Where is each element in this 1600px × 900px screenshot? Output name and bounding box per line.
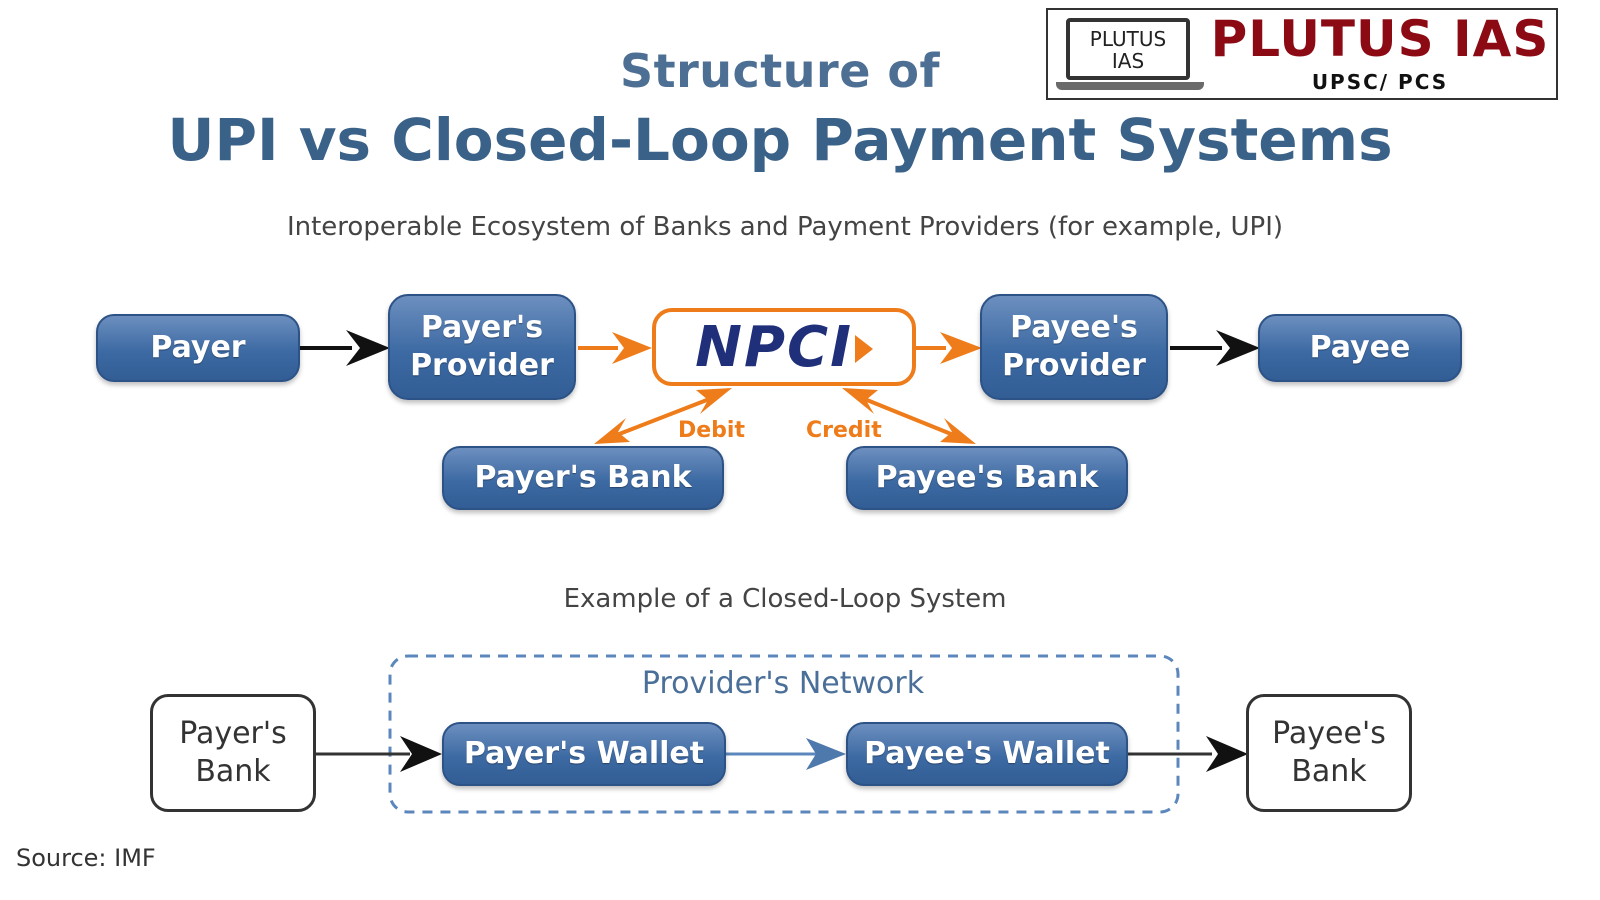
laptop-base: [1056, 82, 1204, 90]
upi-section-subtitle: Interoperable Ecosystem of Banks and Pay…: [286, 212, 1284, 242]
arrow-payer-to-provider: [300, 330, 390, 366]
laptop-screen-text-2: IAS: [1111, 49, 1145, 73]
provider-network-boundary: [388, 654, 1180, 814]
node-payer: Payer: [96, 314, 300, 382]
arrow-npci-to-payee-provider: [916, 332, 982, 364]
debit-label: Debit: [678, 418, 745, 443]
node-payee: Payee: [1258, 314, 1462, 382]
title-line-1: Structure of: [619, 44, 941, 98]
node-closed-payee-bank: Payee's Bank: [1246, 694, 1412, 812]
node-closed-payer-bank: Payer's Bank: [150, 694, 316, 812]
node-npci: NPCI: [652, 308, 916, 386]
laptop-icon: PLUTUS IAS: [1066, 18, 1190, 80]
arrow-debit-npci-payer-bank: [594, 388, 732, 444]
laptop-screen-text-1: PLUTUS: [1089, 27, 1167, 51]
node-payer-provider: Payer's Provider: [388, 294, 576, 400]
arrow-wallet-to-payee-bank: [1128, 736, 1248, 772]
arrow-credit-npci-payee-bank: [842, 388, 976, 444]
plutus-ias-logo: PLUTUS IAS PLUTUS IAS UPSC/ PCS: [1046, 8, 1558, 100]
logo-tagline: UPSC/ PCS: [1311, 70, 1449, 94]
provider-network-label: Provider's Network: [641, 666, 925, 701]
logo-wordmark: PLUTUS IAS: [1210, 10, 1550, 68]
node-payer-wallet: Payer's Wallet: [442, 722, 726, 786]
npci-logo-text: NPCI: [695, 314, 853, 380]
arrow-payer-bank-to-wallet: [316, 736, 442, 772]
node-payee-bank: Payee's Bank: [846, 446, 1128, 510]
credit-label: Credit: [806, 418, 882, 443]
arrow-provider-to-npci: [578, 332, 652, 364]
title-line-2: UPI vs Closed-Loop Payment Systems: [167, 106, 1393, 174]
closed-loop-subtitle: Example of a Closed-Loop System: [563, 584, 1007, 614]
node-payee-wallet: Payee's Wallet: [846, 722, 1128, 786]
npci-arrow-icon: [854, 335, 873, 363]
arrow-payee-provider-to-payee: [1170, 330, 1260, 366]
node-payee-provider: Payee's Provider: [980, 294, 1168, 400]
arrow-wallet-to-wallet: [726, 738, 846, 770]
source-note: Source: IMF: [16, 844, 156, 872]
node-payer-bank: Payer's Bank: [442, 446, 724, 510]
